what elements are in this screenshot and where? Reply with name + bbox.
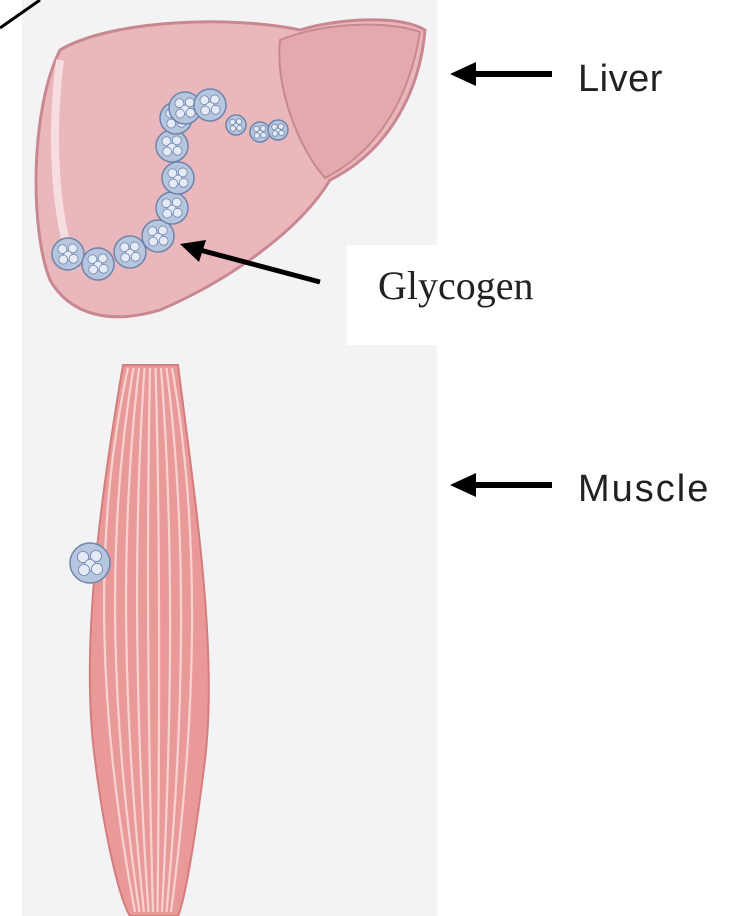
muscle-label: Muscle <box>578 468 710 511</box>
glycogen-granule <box>142 220 174 252</box>
glycogen-granule <box>156 130 188 162</box>
glycogen-granule <box>114 236 146 268</box>
glycogen-granule <box>194 89 226 121</box>
muscle-glycogen-granule <box>70 543 110 583</box>
liver-label: Liver <box>578 58 663 101</box>
glycogen-granule <box>156 192 188 224</box>
glycogen-granule <box>52 238 84 270</box>
glycogen-granule <box>162 162 194 194</box>
muscle-arrow <box>450 473 552 497</box>
corner-line <box>0 0 40 28</box>
glycogen-granule <box>82 248 114 280</box>
glycogen-granule <box>70 543 110 583</box>
glycogen-granule <box>250 122 270 142</box>
glycogen-granule <box>226 115 246 135</box>
muscle-illustration <box>90 365 209 916</box>
glycogen-label: Glycogen <box>378 262 534 309</box>
liver-arrow <box>450 62 552 86</box>
glycogen-granule <box>268 120 288 140</box>
